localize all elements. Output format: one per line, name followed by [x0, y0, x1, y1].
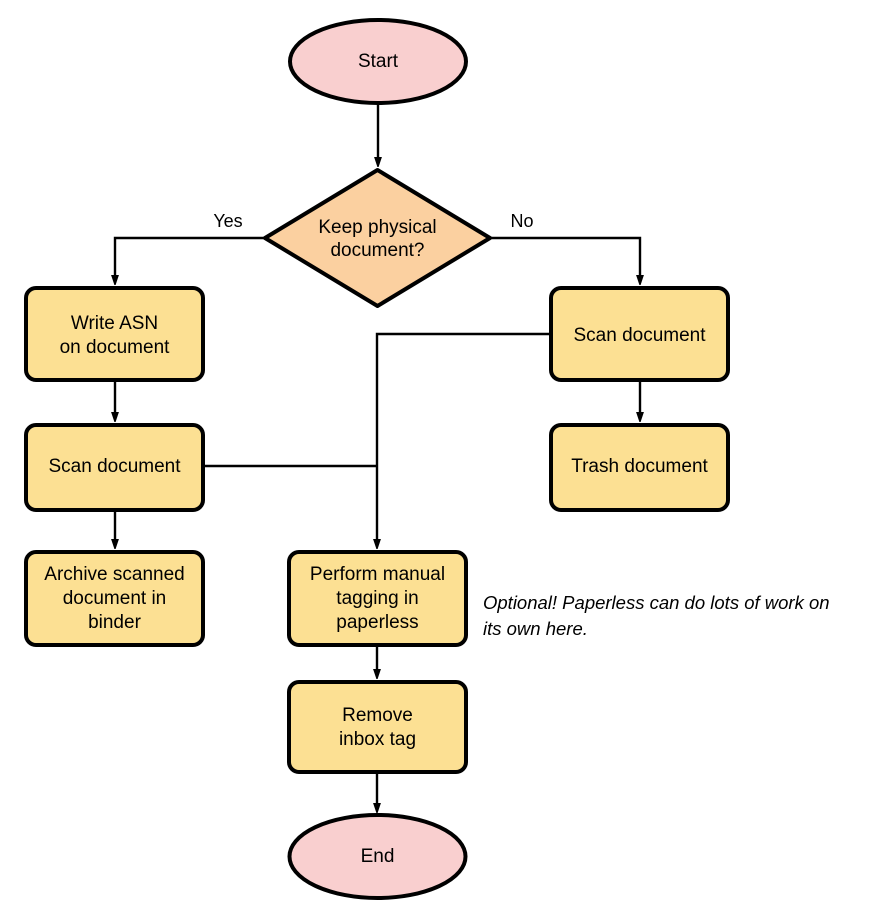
node-scan-document-right[interactable]: Scan document [549, 286, 730, 382]
archive-label-line1: Archive scanned [44, 564, 184, 585]
decision-diamond [263, 168, 492, 308]
remove-inbox-label-line2: inbox tag [339, 729, 416, 750]
connector-scan-right-to-tagging [377, 332, 551, 545]
annotation-line2: its own here. [483, 618, 588, 639]
tagging-label-line1: Perform manual [310, 564, 445, 585]
archive-label-line2: document in [63, 588, 167, 609]
trash-document-label: Trash document [571, 456, 708, 477]
annotation-line1: Optional! Paperless can do lots of work … [483, 592, 830, 613]
start-label: Start [358, 51, 399, 72]
write-asn-label-line2: on document [60, 337, 171, 358]
tagging-label-line3: paperless [336, 612, 418, 633]
node-trash-document[interactable]: Trash document [549, 423, 730, 512]
decision-label-line2: document? [330, 240, 424, 261]
connector-decision-no-to-scan-right [490, 236, 640, 281]
node-perform-manual-tagging[interactable]: Perform manual tagging in paperless [287, 550, 468, 647]
remove-inbox-tag-box [287, 680, 468, 774]
remove-inbox-label-line1: Remove [342, 705, 413, 726]
write-asn-label-line1: Write ASN [71, 313, 158, 334]
edge-label-yes: Yes [213, 211, 242, 231]
node-decision-keep-physical-document[interactable]: Keep physical document? [263, 168, 492, 308]
connector-decision-yes-to-write-asn [115, 236, 265, 281]
scan-document-left-box [24, 423, 205, 512]
end-ellipse [287, 813, 468, 900]
node-start[interactable]: Start [288, 18, 468, 105]
edge-label-no: No [510, 211, 533, 231]
scan-document-left-label: Scan document [48, 456, 181, 477]
tagging-label-line2: tagging in [336, 588, 418, 609]
decision-label-line1: Keep physical [318, 217, 436, 238]
write-asn-box [24, 286, 205, 382]
archive-label-line3: binder [88, 612, 141, 633]
archive-box [24, 550, 205, 647]
scan-document-right-box [549, 286, 730, 382]
scan-document-right-label: Scan document [573, 325, 706, 346]
node-end[interactable]: End [287, 813, 468, 900]
start-ellipse [288, 18, 468, 105]
node-scan-document-left[interactable]: Scan document [24, 423, 205, 512]
node-archive-scanned-document[interactable]: Archive scanned document in binder [24, 550, 205, 647]
annotation-optional-note: Optional! Paperless can do lots of work … [483, 592, 830, 639]
node-remove-inbox-tag[interactable]: Remove inbox tag [287, 680, 468, 774]
trash-document-box [549, 423, 730, 512]
tagging-box [287, 550, 468, 647]
node-write-asn[interactable]: Write ASN on document [24, 286, 205, 382]
end-label: End [361, 846, 395, 867]
